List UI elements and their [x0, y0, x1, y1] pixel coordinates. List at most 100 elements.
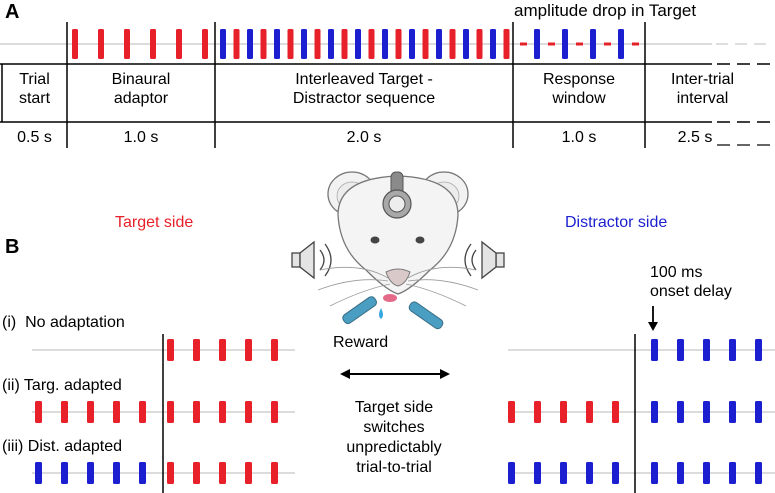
sequence-pulse [314, 29, 321, 59]
sequence-pulse [287, 29, 294, 59]
adaptor-pulse [35, 462, 42, 484]
target-pulse [219, 339, 226, 361]
speaker-icon [291, 240, 332, 280]
sequence-pulse [341, 29, 348, 59]
adaptor-pulse [139, 462, 146, 484]
adaptor-pulse [508, 462, 515, 484]
target-pulse [245, 339, 252, 361]
rat-illustration [317, 171, 479, 307]
adaptor-pulse [35, 401, 42, 423]
sequence-pulse [476, 29, 483, 59]
onset-delay-label: 100 ms onset delay [650, 264, 732, 300]
adaptor-pulse [560, 401, 567, 423]
reward-label: Reward [333, 334, 389, 351]
target-low-amplitude-pulse [576, 42, 583, 46]
target-low-amplitude-pulse [520, 42, 527, 46]
double-arrow-icon [340, 369, 450, 379]
target-pulse [271, 339, 278, 361]
reward-spout-icon [342, 296, 444, 330]
adaptor-pulse [72, 29, 78, 59]
target-pulse [245, 462, 252, 484]
sequence-pulse [301, 29, 307, 59]
adaptor-pulse [612, 401, 619, 423]
adaptor-pulse [61, 401, 68, 423]
distractor-pulse [755, 462, 762, 484]
onset-delay-arrow-icon [648, 306, 658, 331]
distractor-pulse [703, 339, 710, 361]
panel-b-letter: B [5, 236, 20, 258]
phase-duration-response-window: 1.0 s [561, 129, 597, 146]
target-pulse [219, 462, 226, 484]
target-pulse [167, 401, 174, 423]
phase-name-trial-start: Trial start [18, 71, 51, 107]
sequence-pulse [490, 29, 496, 59]
target-pulse [193, 339, 200, 361]
adaptor-pulse [113, 401, 120, 423]
phase-name-binaural-adaptor: Binaural adaptor [111, 71, 171, 107]
sequence-pulse [220, 29, 226, 59]
phase-name-interleaved-sequence: Interleaved Target - Distractor sequence [292, 71, 436, 107]
sequence-pulse [247, 29, 253, 59]
adaptor-pulse [534, 462, 541, 484]
adaptor-pulse [139, 401, 146, 423]
adaptor-pulse [586, 401, 593, 423]
target-pulse [271, 462, 278, 484]
distractor-pulse [729, 462, 736, 484]
distractor-pulse [618, 29, 624, 59]
phase-name-response-window: Response window [542, 71, 616, 107]
sequence-pulse [503, 29, 510, 59]
panel-a-letter: A [5, 1, 20, 23]
target-low-amplitude-pulse [632, 42, 639, 46]
sequence-pulse [355, 29, 361, 59]
adaptor-pulse [612, 462, 619, 484]
target-pulse [219, 401, 226, 423]
distractor-pulse [562, 29, 568, 59]
target-side-label: Target side [115, 214, 194, 231]
adaptor-pulse [176, 29, 182, 59]
sequence-pulse [395, 29, 402, 59]
distractor-pulse [755, 339, 762, 361]
target-pulse [167, 339, 174, 361]
condition-no-adaptation: (i) No adaptation [2, 314, 125, 331]
distractor-pulse [729, 401, 736, 423]
distractor-pulse [651, 401, 658, 423]
switch-note: Target side switches unpredictably trial… [346, 399, 442, 476]
target-pulse [167, 462, 174, 484]
adaptor-pulse [124, 29, 130, 59]
target-pulse [193, 462, 200, 484]
speaker-icon [464, 240, 505, 280]
panel-b-rows [32, 306, 775, 493]
condition-distractor-adapted: (iii) Dist. adapted [2, 438, 123, 455]
sequence-pulse [233, 29, 240, 59]
adaptor-pulse [508, 401, 515, 423]
sequence-pulse [260, 29, 267, 59]
sequence-pulse [368, 29, 375, 59]
adaptor-pulse [586, 462, 593, 484]
amplitude-drop-annotation: amplitude drop in Target [514, 1, 697, 20]
target-low-amplitude-pulse [548, 42, 555, 46]
distractor-pulse [703, 401, 710, 423]
adaptor-pulse [150, 29, 156, 59]
phase-duration-interleaved-sequence: 2.0 s [346, 129, 382, 146]
sequence-pulse [449, 29, 456, 59]
adaptor-pulse [98, 29, 104, 59]
adaptor-pulse [560, 462, 567, 484]
phase-name-inter-trial-interval: Inter-trial interval [670, 71, 735, 107]
sequence-pulse [409, 29, 415, 59]
distractor-pulse [590, 29, 596, 59]
sequence-pulse [463, 29, 469, 59]
target-pulse [271, 401, 278, 423]
panel-a-timeline [0, 22, 770, 148]
distractor-side-label: Distractor side [565, 214, 668, 231]
distractor-pulse [729, 339, 736, 361]
adaptor-pulse [113, 462, 120, 484]
target-low-amplitude-pulse [604, 42, 611, 46]
phase-duration-inter-trial-interval: 2.5 s [677, 129, 713, 146]
sequence-pulse [436, 29, 442, 59]
adaptor-pulse [61, 462, 68, 484]
adaptor-pulse [87, 401, 94, 423]
distractor-pulse [651, 339, 658, 361]
sequence-pulse [274, 29, 280, 59]
sequence-pulse [382, 29, 388, 59]
adaptor-pulse [202, 29, 208, 59]
